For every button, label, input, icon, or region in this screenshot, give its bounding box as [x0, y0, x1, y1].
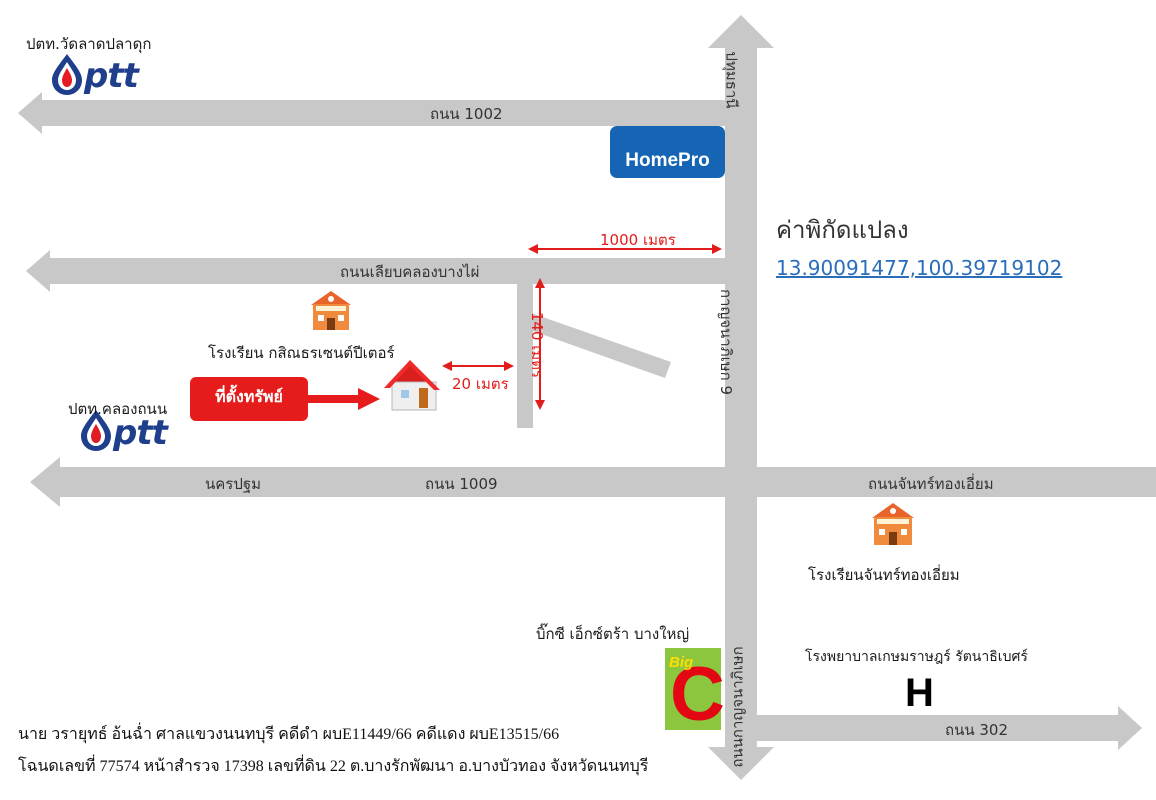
- distance-label-140: 140 เมตร: [528, 311, 547, 379]
- road-label-kanchanaphisek: ถนนกาญจนาภิเษก: [728, 646, 747, 768]
- school-label-1: โรงเรียน กสิณธรเซนต์ปีเตอร์: [208, 344, 395, 362]
- distance-markers: [442, 244, 722, 410]
- ptt-brand-top: ptt: [84, 56, 139, 96]
- hospital-label: โรงพยาบาลเกษมราษฎร์ รัตนาธิเบศร์: [805, 649, 1028, 665]
- road-label-302: ถนน 302: [945, 721, 1008, 739]
- hospital-icon: H: [905, 671, 934, 715]
- property-arrow: [306, 388, 380, 410]
- bigc-logo-c: C: [670, 652, 725, 737]
- house-icon: [384, 360, 440, 411]
- arrow-north: [708, 15, 774, 48]
- road-1002: [38, 100, 728, 126]
- ptt-drop-icon-top: [52, 54, 82, 95]
- road-soi-vertical: [517, 276, 533, 428]
- road-label-1009: ถนน 1009: [425, 475, 498, 493]
- school-icon-2: [872, 503, 914, 545]
- footer-line-1: นาย วรายุทธ์ อ้นฉ่ำ ศาลแขวงนนทบุรี คดีดำ…: [18, 726, 560, 743]
- ptt-label-mid: ปตท.คลองถนน: [68, 400, 168, 418]
- road-label-chan-thong: ถนนจันทร์ทองเอี่ยม: [868, 475, 994, 493]
- arrow-east-302: [1118, 706, 1142, 750]
- arrow-south: [708, 747, 774, 780]
- road-lieb-khlong: [48, 258, 728, 284]
- arrow-west-1002: [18, 92, 42, 134]
- homepro-text: HomePro: [625, 150, 710, 171]
- road-302: [740, 715, 1120, 741]
- road-label-soi9: กาญจนาภิเษก 9: [717, 288, 736, 396]
- homepro-logo: HomePro: [610, 126, 725, 178]
- bigc-logo: C Big: [665, 648, 725, 733]
- bigc-label: บิ๊กซี เอ็กซ์ตร้า บางใหญ่: [536, 625, 690, 643]
- distance-label-20: 20 เมตร: [452, 375, 509, 393]
- coordinates-title: ค่าพิกัดแปลง: [776, 216, 909, 244]
- ptt-drop-icon-mid: [81, 410, 111, 451]
- distance-label-1000: 1000 เมตร: [600, 231, 676, 249]
- ptt-brand-mid: ptt: [113, 413, 168, 453]
- school-icon-1: [311, 291, 351, 330]
- road-kanchanaphisek: [725, 45, 757, 760]
- road-label-nakhon-pathom: นครปฐม: [205, 475, 262, 493]
- footer-line-2: โฉนดเลขที่ 77574 หน้าสำรวจ 17398 เลขที่ด…: [18, 758, 649, 775]
- arrow-west-1009: [30, 457, 60, 507]
- school-label-2: โรงเรียนจันทร์ทองเอี่ยม: [808, 566, 960, 584]
- bigc-logo-big: Big: [669, 654, 694, 671]
- ptt-label-top: ปตท.วัดลาดปลาดุก: [26, 35, 152, 53]
- road-1009: [58, 467, 1156, 497]
- road-label-pathum-thani: ปทุมธานี: [722, 51, 741, 109]
- road-soi-diagonal: [530, 314, 671, 378]
- arrow-west-lieb: [26, 250, 50, 292]
- road-label-1002: ถนน 1002: [430, 105, 503, 123]
- roads: [18, 15, 1156, 780]
- property-marker: ที่ตั้งทรัพย์: [190, 377, 308, 421]
- road-label-lieb-khlong: ถนนเลียบคลองบางไผ่: [340, 263, 480, 281]
- coordinates-link[interactable]: 13.90091477,100.39719102: [776, 256, 1063, 280]
